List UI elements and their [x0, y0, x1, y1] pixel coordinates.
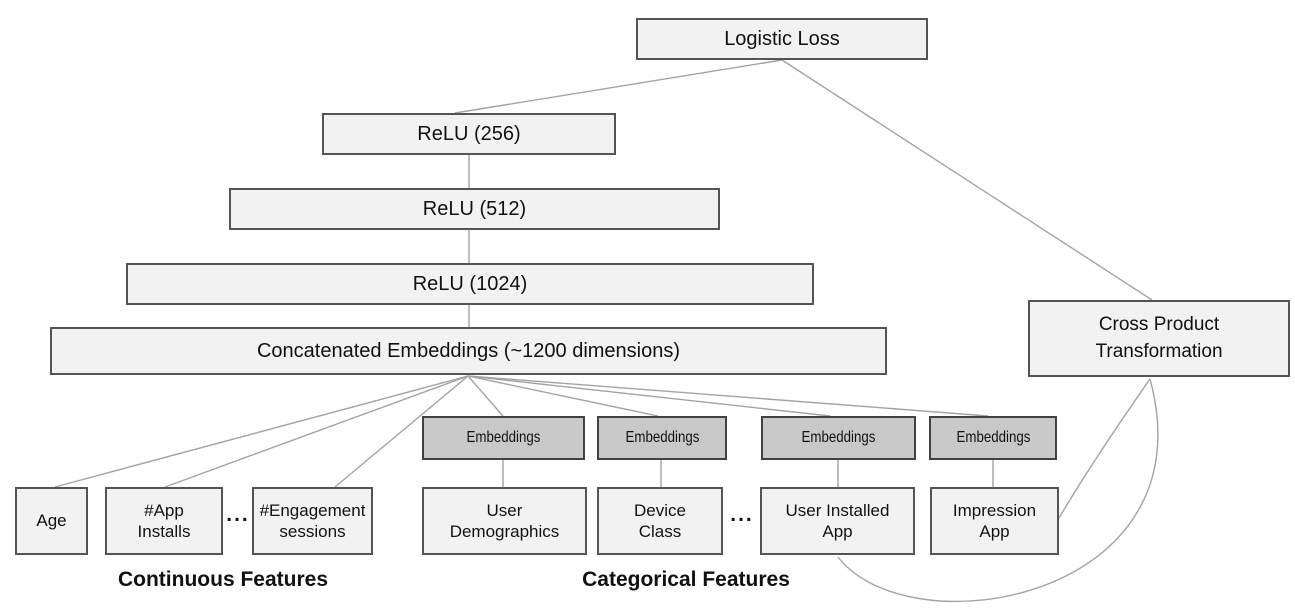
edge-concat-app-installs	[164, 375, 469, 488]
label-categorical-features: Categorical Features	[582, 568, 790, 591]
node-embeddings-2: Embeddings	[597, 416, 727, 460]
edge-concat-emb4	[467, 375, 989, 417]
node-engagement-sessions: #Engagement sessions	[252, 487, 373, 555]
node-logistic-loss: Logistic Loss	[636, 18, 928, 60]
edge-concat-emb1	[467, 375, 504, 417]
label-continuous-features: Continuous Features	[117, 568, 328, 591]
edge-concat-emb2	[467, 375, 659, 417]
node-concatenated-embeddings: Concatenated Embeddings (~1200 dimension…	[50, 327, 887, 375]
edge-concat-age	[54, 375, 469, 488]
embeddings-label: Embeddings	[801, 428, 876, 446]
node-relu-512: ReLU (512)	[229, 188, 720, 230]
node-user-installed-app: User Installed App	[760, 487, 915, 555]
edge-loss-to-cross-product	[781, 59, 1153, 301]
embeddings-label: Embeddings	[625, 428, 699, 446]
ellipsis-continuous: ...	[226, 503, 250, 526]
embeddings-label: Embeddings	[466, 428, 541, 446]
node-relu-1024: ReLU (1024)	[126, 263, 814, 305]
node-relu-256: ReLU (256)	[322, 113, 616, 155]
ellipsis-categorical: ...	[730, 503, 754, 526]
node-age: Age	[15, 487, 88, 555]
embeddings-label: Embeddings	[956, 428, 1030, 446]
node-embeddings-4: Embeddings	[929, 416, 1057, 460]
node-embeddings-3: Embeddings	[761, 416, 916, 460]
node-device-class: Device Class	[597, 487, 723, 555]
node-embeddings-1: Embeddings	[422, 416, 585, 460]
edge-impression-app-to-cross-product	[1058, 378, 1151, 519]
edge-concat-emb3	[467, 375, 831, 417]
node-app-installs: #App Installs	[105, 487, 223, 555]
node-cross-product-transformation: Cross Product Transformation	[1028, 300, 1290, 377]
node-impression-app: Impression App	[930, 487, 1059, 555]
edge-concat-engagement	[334, 375, 469, 488]
node-user-demographics: User Demographics	[422, 487, 587, 555]
edge-loss-to-relu256	[454, 59, 783, 114]
edge-user-installed-app-to-cross-product	[837, 378, 1159, 603]
